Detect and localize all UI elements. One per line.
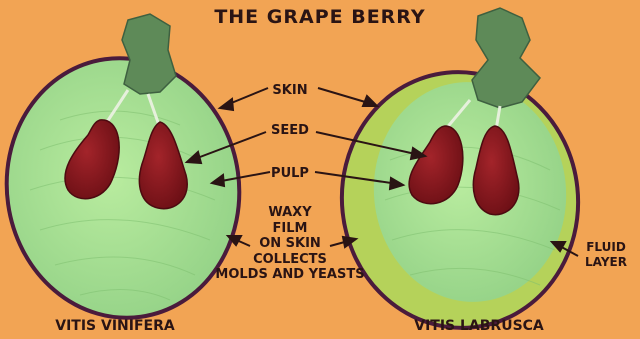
waxy-film-line: WAXY xyxy=(200,205,380,221)
vitis-vinifera-caption: VITIS VINIFERA xyxy=(20,318,210,334)
skin-label: SKIN xyxy=(240,83,340,98)
skin-arrowhead-right xyxy=(363,96,377,106)
fluid-layer-label: FLUID LAYER xyxy=(576,240,636,270)
seed-label: SEED xyxy=(240,123,340,138)
fluid-layer-line: LAYER xyxy=(576,255,636,270)
waxy-film-note: WAXY FILM ON SKIN COLLECTS MOLDS AND YEA… xyxy=(200,205,380,283)
skin-arrowhead-left xyxy=(220,99,233,110)
waxy-film-line: FILM xyxy=(200,221,380,237)
waxy-film-line: ON SKIN xyxy=(200,236,380,252)
vitis-labrusca-caption: VITIS LABRUSCA xyxy=(384,318,574,334)
diagram-title: THE GRAPE BERRY xyxy=(0,6,640,28)
waxy-film-line: MOLDS AND YEASTS xyxy=(200,267,380,283)
vitis-vinifera-berry xyxy=(0,14,256,333)
fluid-layer-line: FLUID xyxy=(576,240,636,255)
waxy-film-line: COLLECTS xyxy=(200,252,380,268)
vitis-labrusca-berry xyxy=(329,8,590,339)
pulp-label: PULP xyxy=(240,166,340,181)
